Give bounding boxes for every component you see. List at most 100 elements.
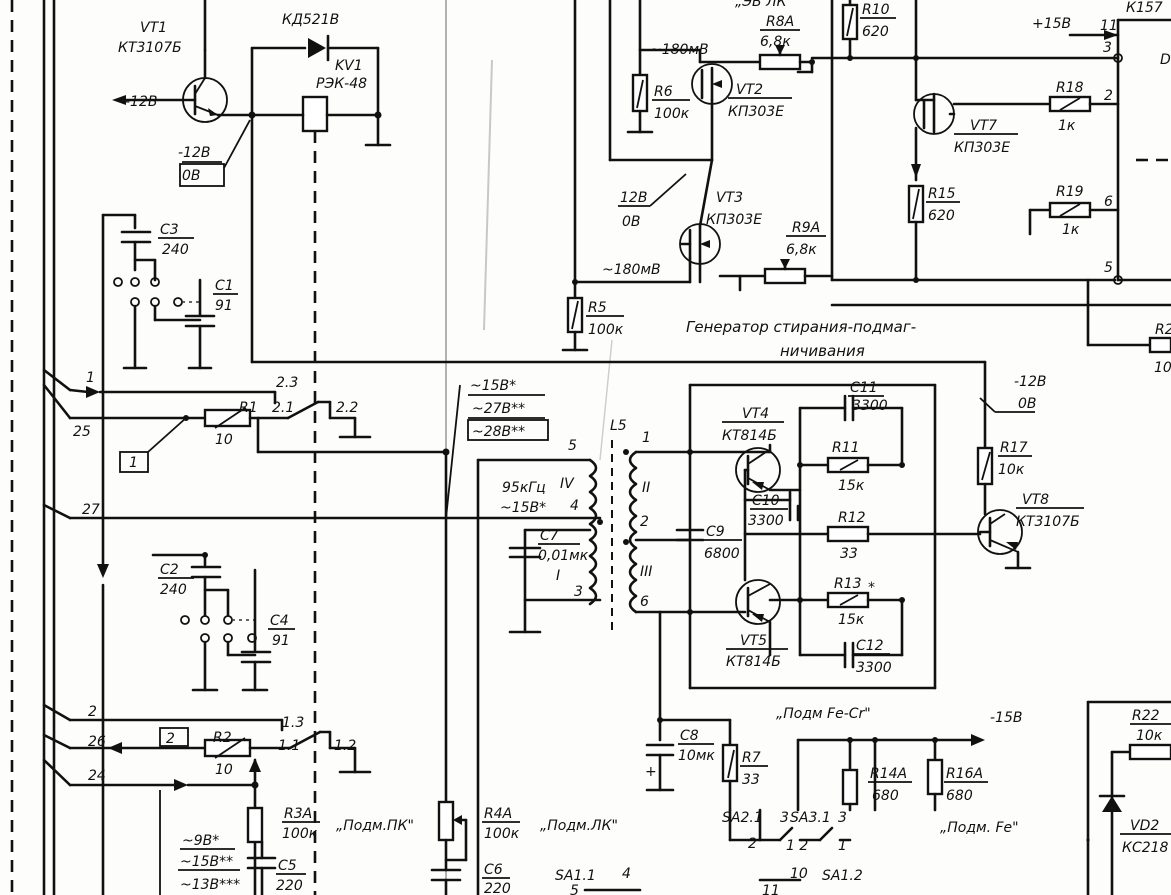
winding-III: III [640,564,652,580]
ic-pin2: 2 [1104,88,1113,104]
c1-value: 91 [215,298,233,314]
c7-name: C7 [540,528,559,544]
r10-name: R10 [862,2,890,18]
vt7-type: КП303Е [954,140,1010,156]
c4-value: 91 [272,633,290,649]
c12-value: 3300 [856,660,892,676]
vt1-type: КТ3107Б [118,40,182,56]
relay-name: KV1 [335,58,363,74]
r17-value: 10к [998,462,1025,478]
tap-1: 1 [642,430,651,446]
r1-name: R1 [239,400,258,416]
sa3-1-label: SA3.1 [790,810,831,826]
vt4-transistor [688,443,781,493]
fe-bias-network [728,734,985,882]
r7-name: R7 [742,750,761,766]
c9-name: C9 [706,524,725,540]
c9-capacitor [675,383,937,690]
relay-type: РЭК-48 [316,76,367,92]
ic-type: К157 [1126,0,1163,16]
generator-title-line1: Генератор стирания-подмаг- [686,318,916,336]
contact-1-3: 1.3 [282,715,304,731]
vt8-zero: 0В [1018,396,1037,412]
ic-pin6: 6 [1104,194,1113,210]
r16a-value: 680 [946,788,973,804]
wire-24-label: 24 [88,768,106,784]
sa1-2-pin10: 10 [790,866,808,882]
r19-name: R19 [1056,184,1084,200]
input-wires-bottom [42,703,372,895]
c8-r7-group [645,717,739,812]
wire-1-label: 1 [86,370,95,386]
sa3-1-pin1: 1 [838,838,847,854]
r17-name: R17 [1000,440,1028,456]
r15-value: 620 [928,208,955,224]
c8-value: 10мк [678,748,715,764]
c10-name: C10 [752,493,780,509]
r22-name: R22 [1132,708,1160,724]
generator-title-line2: ничивания [780,342,865,360]
r16a-name: R16A [946,766,983,782]
r6-name: R6 [654,84,673,100]
contact-1-1: 1.1 [278,738,300,754]
c3-c1-group [97,213,216,895]
r2-value: 10 [215,762,233,778]
voltage-15v-b: ~15В* [470,378,516,394]
r14a-name: R14A [870,766,907,782]
vt4-name: VT4 [742,406,769,422]
c4-name: C4 [270,613,289,629]
r5-name: R5 [588,300,607,316]
c6-name: C6 [484,862,503,878]
sa3-1-pin3: 3 [838,810,847,826]
c5-value: 220 [276,878,303,894]
ic-pin11: 11 [1100,18,1118,34]
supply-plus-15v: +15В [1032,16,1071,32]
top-right-circuit [561,0,1171,354]
voltage-12v: 12В [620,190,647,206]
winding-II: II [642,480,650,496]
partial-resistor-name: R2 [1155,322,1171,338]
top-partial-label: „ЭВ ЛК" [735,0,793,10]
vt3-name: VT3 [716,190,743,206]
vt7-name: VT7 [970,118,997,134]
c3-name: C3 [160,222,179,238]
vd2-name: VD2 [1130,818,1159,834]
l5-name: L5 [610,418,627,434]
r11-name: R11 [832,440,860,456]
contact-2-3: 2.3 [276,375,298,391]
voltage-180mv-a: ~180мВ [650,42,709,58]
vt8-name: VT8 [1022,492,1049,508]
c5-name: C5 [278,858,297,874]
feedback-network [743,394,982,669]
vt1-name: VT1 [140,20,167,36]
podm-pk-label: „Подм.ПК" [336,818,414,834]
c2-name: C2 [160,562,179,578]
r3a-value: 100к [282,826,318,842]
vt8-transistor [976,360,1032,570]
frequency-label: 95кГц [502,480,546,496]
c10-value: 3300 [748,513,784,529]
vt1-base-zero: 0В [182,168,201,184]
sa1-1-pin4: 4 [622,866,631,882]
vt1-base-voltage: -12В [178,145,210,161]
tap-5: 5 [568,438,577,454]
ic-designator: D [1160,52,1171,68]
sa2-1-pin2: 2 [748,836,757,852]
r12-value: 33 [840,546,858,562]
vt2-type: КП303Е [728,104,784,120]
sa2-1-pin3: 3 [780,810,789,826]
winding-IV: IV [560,476,575,492]
c2-c4-group [151,552,272,692]
left-frame [10,0,56,895]
c11-value: 3300 [852,398,888,414]
vt5-name: VT5 [740,633,767,649]
voltage-13v: ~13В*** [180,877,240,893]
contact-1-2: 1.2 [334,738,356,754]
vt4-type: КТ814Б [722,428,777,444]
voltage-27v: ~27В** [472,401,525,417]
voltage-zero-a: 0В [622,214,641,230]
r13-star: * [868,580,875,596]
r9a-value: 6,8к [786,242,817,258]
r19-value: 1к [1062,222,1080,238]
r5-value: 100к [588,322,624,338]
